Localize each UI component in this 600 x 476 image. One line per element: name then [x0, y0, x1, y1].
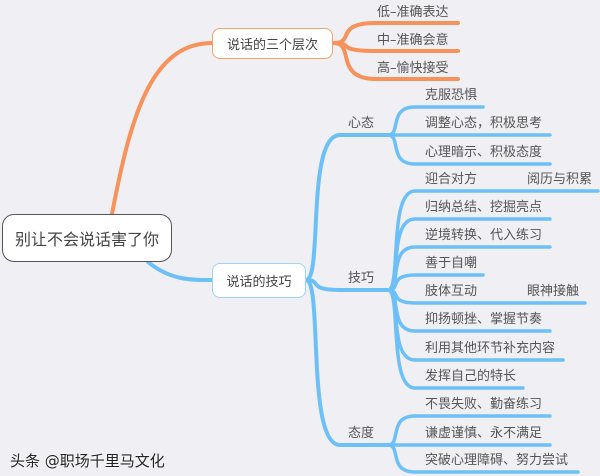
root-node[interactable]: 别让不会说话害了你 — [2, 214, 172, 262]
branch-node-levels[interactable]: 说话的三个层次 — [212, 28, 333, 59]
sub-leaf-node[interactable]: 阅历与积累 — [527, 172, 592, 187]
leaf-node[interactable]: 谦虚谨慎、永不满足 — [425, 426, 542, 441]
connector-leaf — [386, 288, 525, 390]
leaf-node[interactable]: 低–准确表达 — [377, 5, 449, 20]
leaf-node[interactable]: 调整心态，积极思考 — [425, 116, 542, 131]
sub-leaf-node[interactable]: 眼神接触 — [527, 283, 579, 299]
leaf-node[interactable]: 利用其他环节补充内容 — [425, 340, 555, 356]
leaf-node[interactable]: 中–准确会意 — [377, 32, 449, 48]
connector-root-levels — [110, 41, 214, 216]
leaf-node[interactable]: 突破心理障碍、努力尝试 — [425, 452, 568, 468]
group-node[interactable]: 技巧 — [348, 271, 374, 286]
leaf-node[interactable]: 善于自嘲 — [425, 255, 477, 271]
watermark: 头条 @职场千里马文化 — [10, 452, 165, 470]
branch-node-skills[interactable]: 说话的技巧 — [212, 263, 306, 298]
group-node[interactable]: 心态 — [348, 116, 374, 131]
connector-group — [304, 133, 390, 282]
connector-group — [304, 278, 390, 447]
connector-leaf — [332, 41, 460, 81]
leaf-node[interactable]: 归纳总结、挖掘亮点 — [425, 199, 542, 215]
leaf-node[interactable]: 抑扬顿挫、掌握节奏 — [425, 312, 542, 327]
group-node[interactable]: 态度 — [348, 425, 374, 441]
leaf-node[interactable]: 克服恐惧 — [425, 87, 477, 103]
leaf-node[interactable]: 迎合对方 — [425, 171, 477, 187]
connector-root-skills — [146, 260, 214, 282]
connector-group — [304, 278, 390, 292]
leaf-node[interactable]: 心理暗示、积极态度 — [425, 144, 542, 160]
leaf-node[interactable]: 发挥自己的特长 — [425, 368, 516, 384]
leaf-node[interactable]: 高–愉快接受 — [377, 60, 449, 76]
connector-leaf — [386, 133, 552, 166]
leaf-node[interactable]: 逆境转换、代入练习 — [425, 227, 542, 243]
leaf-node[interactable]: 不畏失败、勤奋练习 — [425, 397, 542, 412]
connector-leaf — [386, 443, 580, 474]
leaf-node[interactable]: 肢体互动 — [425, 283, 477, 299]
